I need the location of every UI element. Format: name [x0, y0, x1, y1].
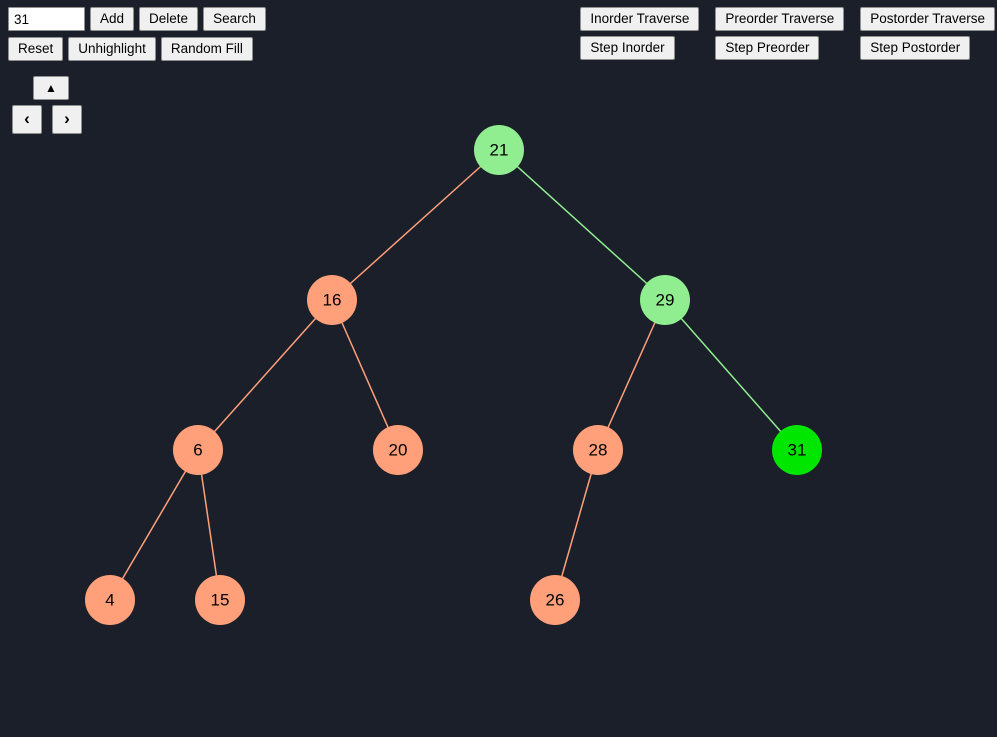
tree-edge-16-6: [197, 299, 333, 451]
tree-node-circle: [474, 125, 524, 175]
postorder-traverse-button[interactable]: Postorder Traverse: [860, 7, 995, 31]
chevron-right-icon: ›: [64, 108, 70, 128]
step-preorder-button[interactable]: Step Preorder: [715, 36, 820, 60]
reset-button[interactable]: Reset: [8, 37, 64, 61]
tree-node-circle: [195, 575, 245, 625]
tree-edge-16-20: [331, 299, 399, 451]
tree-edge-21-29: [498, 149, 666, 301]
tree-node-circle: [373, 425, 423, 475]
step-postorder-button[interactable]: Step Postorder: [860, 36, 971, 60]
tree-node-label: 26: [546, 591, 565, 610]
random-fill-button[interactable]: Random Fill: [160, 37, 253, 61]
up-arrow-icon: ▲: [45, 81, 57, 95]
tree-node-circle: [772, 425, 822, 475]
preorder-traverse-button[interactable]: Preorder Traverse: [715, 7, 845, 31]
chevron-left-icon: ‹: [24, 108, 30, 128]
tree-edge-21-16: [331, 149, 500, 301]
tree-edge-28-26: [554, 449, 599, 601]
tree-node-21: 21: [474, 125, 524, 175]
toolbar-left-row1: Add Delete Search: [8, 7, 266, 31]
tree-edge-6-15: [197, 449, 221, 601]
tree-node-label: 4: [105, 591, 114, 610]
toolbar-left-row2: Reset Unhighlight Random Fill: [8, 37, 266, 61]
delete-button[interactable]: Delete: [139, 7, 199, 31]
tree-node-6: 6: [173, 425, 223, 475]
tree-node-circle: [173, 425, 223, 475]
pan-right-button[interactable]: ›: [52, 105, 82, 134]
add-button[interactable]: Add: [90, 7, 135, 31]
inorder-traverse-button[interactable]: Inorder Traverse: [580, 7, 700, 31]
step-inorder-button[interactable]: Step Inorder: [580, 36, 675, 60]
tree-node-29: 29: [640, 275, 690, 325]
pan-row: ‹ ›: [12, 105, 82, 134]
tree-node-label: 21: [490, 141, 509, 160]
tree-node-15: 15: [195, 575, 245, 625]
search-button[interactable]: Search: [203, 7, 266, 31]
tree-node-label: 31: [788, 441, 807, 460]
tree-node-label: 16: [323, 291, 342, 310]
pan-controls: ▲ ‹ ›: [12, 76, 82, 134]
tree-node-label: 29: [656, 291, 675, 310]
toolbar-left: Add Delete Search Reset Unhighlight Rand…: [8, 7, 266, 67]
tree-node-20: 20: [373, 425, 423, 475]
tree-edge-6-4: [109, 449, 199, 601]
tree-node-16: 16: [307, 275, 357, 325]
tree-node-label: 28: [589, 441, 608, 460]
tree-node-circle: [85, 575, 135, 625]
tree-edge-29-31: [664, 299, 798, 451]
tree-node-31: 31: [772, 425, 822, 475]
tree-edge-29-28: [597, 299, 666, 451]
tree-node-circle: [307, 275, 357, 325]
value-input[interactable]: [8, 7, 85, 31]
tree-node-label: 6: [193, 441, 202, 460]
tree-node-circle: [530, 575, 580, 625]
toolbar-right: Inorder Traverse Preorder Traverse Posto…: [580, 7, 995, 60]
tree-node-label: 20: [389, 441, 408, 460]
tree-node-circle: [573, 425, 623, 475]
pan-left-button[interactable]: ‹: [12, 105, 42, 134]
tree-node-26: 26: [530, 575, 580, 625]
tree-node-28: 28: [573, 425, 623, 475]
pan-up-button[interactable]: ▲: [33, 76, 69, 100]
unhighlight-button[interactable]: Unhighlight: [68, 37, 156, 61]
tree-node-label: 15: [211, 591, 230, 610]
tree-node-4: 4: [85, 575, 135, 625]
tree-node-circle: [640, 275, 690, 325]
